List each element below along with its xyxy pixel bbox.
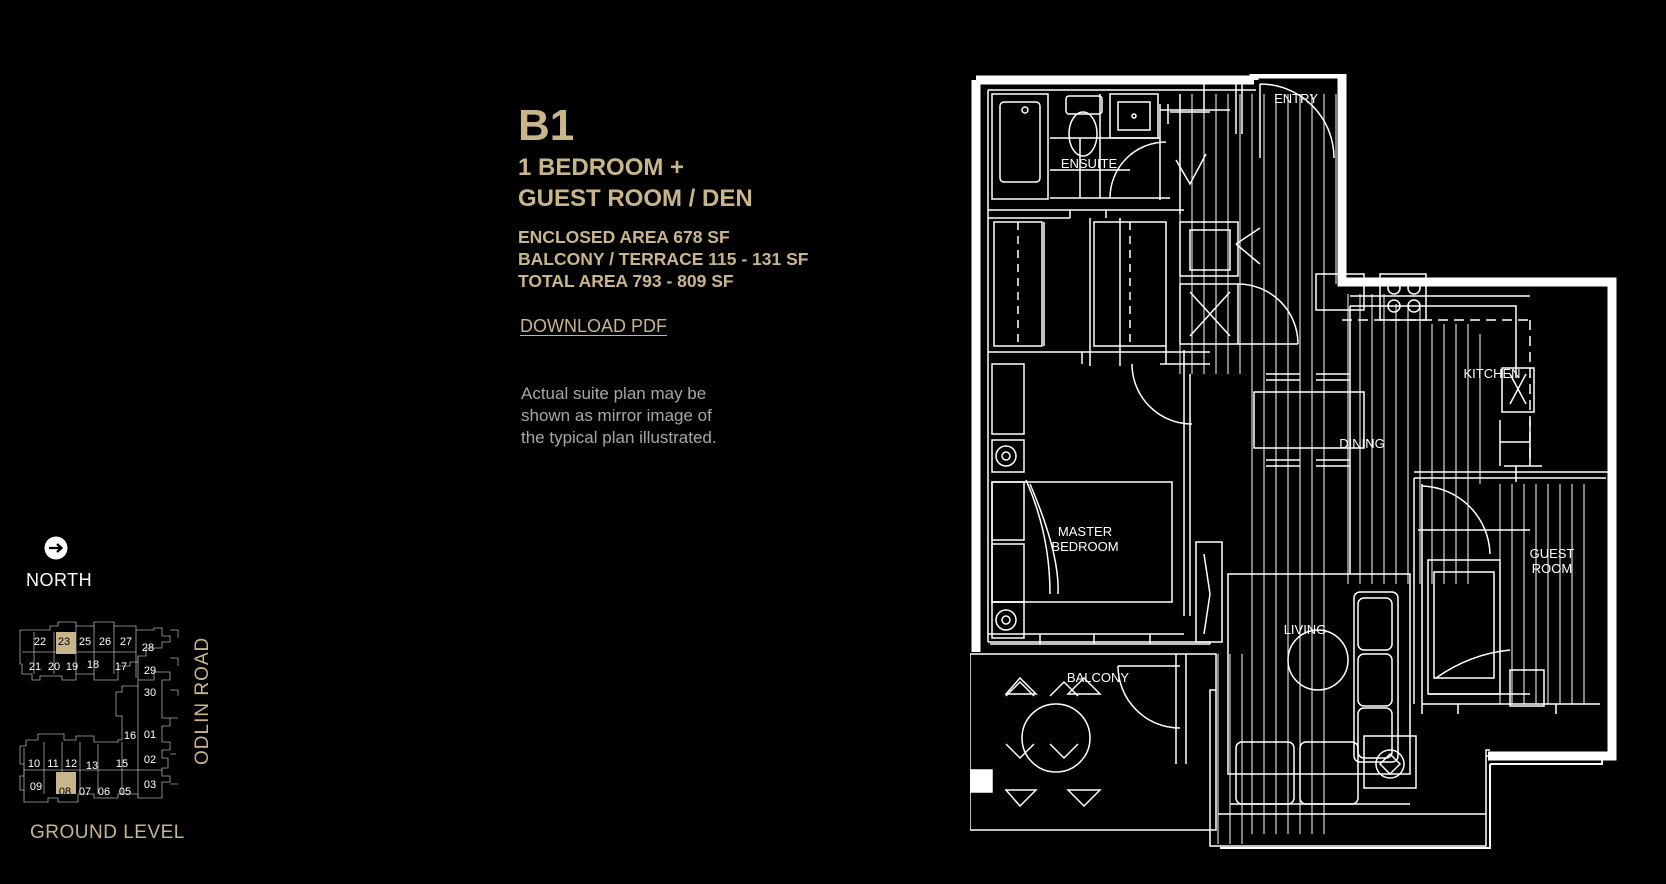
mirror-plan-note: Actual suite plan may be shown as mirror… xyxy=(521,383,717,449)
key-plan-labels: 22 23 25 26 27 28 21 20 19 18 17 29 30 1… xyxy=(28,636,156,798)
unit-10: 10 xyxy=(28,758,40,770)
unit-28: 28 xyxy=(142,642,154,654)
living-furniture xyxy=(1218,573,1486,815)
unit-16: 16 xyxy=(124,730,136,742)
note-line-3: the typical plan illustrated. xyxy=(521,428,717,447)
unit-type-line1: 1 BEDROOM + xyxy=(518,154,685,181)
room-kitchen: KITCHEN xyxy=(1463,366,1520,381)
room-balcony: BALCONY xyxy=(1067,670,1129,685)
north-label: NORTH xyxy=(26,570,93,590)
unit-13: 13 xyxy=(86,760,98,772)
unit-02: 02 xyxy=(144,754,156,766)
unit-08: 08 xyxy=(59,786,71,798)
exterior-wall xyxy=(976,74,1617,761)
unit-01: 01 xyxy=(144,729,156,741)
unit-06: 06 xyxy=(98,786,110,798)
unit-11: 11 xyxy=(47,758,58,770)
room-guest-line2: ROOM xyxy=(1532,561,1572,576)
key-plan-highlight-08 xyxy=(56,772,76,794)
unit-code: B1 xyxy=(518,101,575,150)
unit-05: 05 xyxy=(119,786,131,798)
entry-door xyxy=(1259,83,1335,159)
odlin-road-label: ODLIN ROAD xyxy=(192,636,213,765)
unit-15: 15 xyxy=(116,758,128,770)
unit-25: 25 xyxy=(79,636,91,648)
key-plan-highlight-23 xyxy=(56,632,76,654)
unit-26: 26 xyxy=(99,636,111,648)
unit-03: 03 xyxy=(144,779,156,791)
unit-type: 1 BEDROOM + GUEST ROOM / DEN xyxy=(518,152,753,214)
note-line-2: shown as mirror image of xyxy=(521,406,712,425)
room-master-bedroom-line1: MASTER xyxy=(1058,524,1112,539)
unit-18: 18 xyxy=(87,659,99,671)
floor-plan: ENTRY ENSUITE KITCHEN DINING MASTER BEDR… xyxy=(970,74,1617,849)
room-guest-line1: GUEST xyxy=(1530,546,1575,561)
unit-17: 17 xyxy=(115,661,127,673)
room-ensuite: ENSUITE xyxy=(1061,156,1118,171)
unit-07: 07 xyxy=(79,786,91,798)
unit-09: 09 xyxy=(30,781,42,793)
dining-furniture xyxy=(1253,373,1365,467)
unit-22: 22 xyxy=(34,636,46,648)
room-labels: ENTRY ENSUITE KITCHEN DINING MASTER BEDR… xyxy=(1051,91,1574,685)
ensuite-fixtures xyxy=(991,93,1210,214)
room-living: LIVING xyxy=(1284,622,1327,637)
key-plan-outline xyxy=(19,621,179,803)
ground-level-label: GROUND LEVEL xyxy=(30,822,185,843)
guest-room-furniture xyxy=(1413,471,1610,714)
unit-19: 19 xyxy=(66,661,78,673)
room-master-bedroom-line2: BEDROOM xyxy=(1051,539,1118,554)
unit-29: 29 xyxy=(144,665,156,677)
balcony-furniture xyxy=(970,654,1187,808)
key-plan: 22 23 25 26 27 28 21 20 19 18 17 29 30 1… xyxy=(19,621,179,803)
balcony-outline xyxy=(970,653,1217,831)
room-entry: ENTRY xyxy=(1274,91,1318,106)
unit-type-line2: GUEST ROOM / DEN xyxy=(518,185,753,212)
floor-hatch xyxy=(1179,94,1585,844)
area-summary: ENCLOSED AREA 678 SF BALCONY / TERRACE 1… xyxy=(518,226,808,292)
balcony-area: BALCONY / TERRACE 115 - 131 SF xyxy=(518,249,809,269)
download-pdf-link[interactable]: DOWNLOAD PDF xyxy=(520,316,668,336)
kitchen-fixtures xyxy=(1315,273,1542,574)
unit-27: 27 xyxy=(120,636,132,648)
north-arrow-icon xyxy=(44,536,68,560)
master-bedroom-furniture xyxy=(988,350,1223,645)
unit-30: 30 xyxy=(144,687,156,699)
note-line-1: Actual suite plan may be xyxy=(521,384,707,403)
closets xyxy=(988,209,1299,366)
unit-23: 23 xyxy=(58,636,70,648)
total-area: TOTAL AREA 793 - 809 SF xyxy=(518,271,734,291)
enclosed-area: ENCLOSED AREA 678 SF xyxy=(518,227,730,247)
room-dining: DINING xyxy=(1339,436,1385,451)
unit-21: 21 xyxy=(29,661,41,673)
unit-12: 12 xyxy=(65,758,77,770)
unit-20: 20 xyxy=(48,661,60,673)
